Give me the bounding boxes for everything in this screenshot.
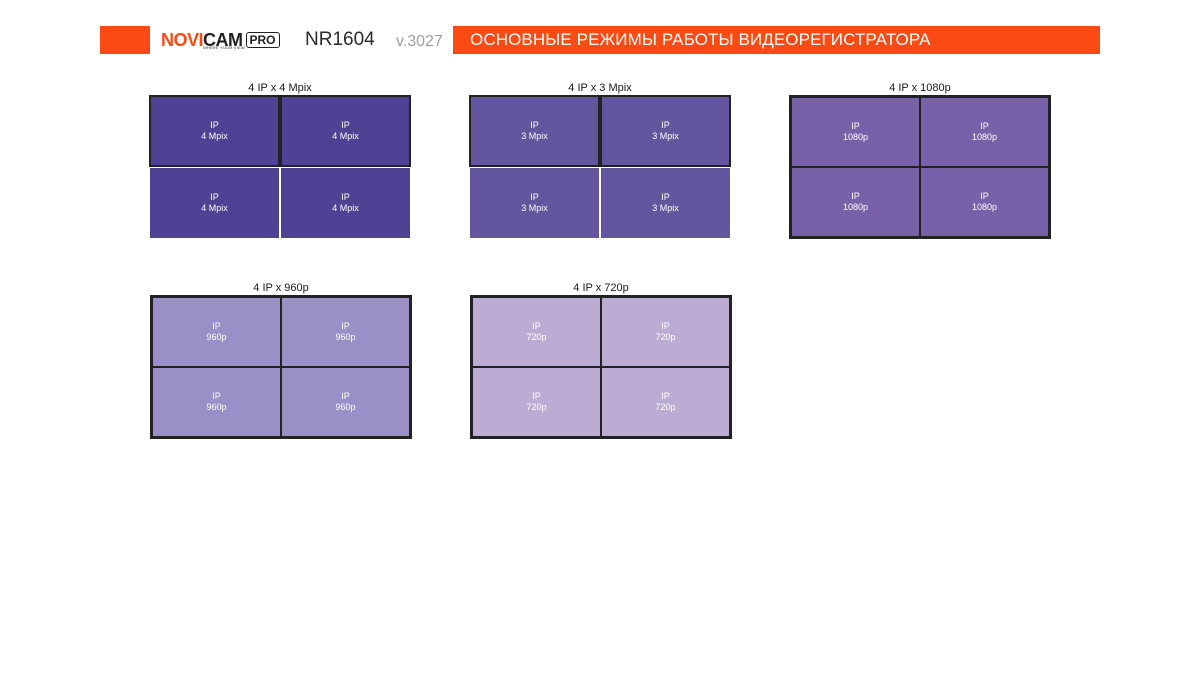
page-title: ОСНОВНЫЕ РЕЖИМЫ РАБОТЫ ВИДЕОРЕГИСТРАТОРА [470,30,931,49]
logo-cam: CAM [203,30,243,50]
brand-logo: NOVI CAM WHERE YOUR VIEW PRO [161,30,280,50]
mode-title: 4 IP x 1080p [889,82,951,94]
logo-novi: NOVI [161,30,204,50]
mode-title: 4 IP x 960p [253,282,309,294]
logo-tagline: WHERE YOUR VIEW [203,45,245,50]
model-name: NR1604 [305,29,375,50]
header-bar: NOVI CAM WHERE YOUR VIEW PRO NR1604 v.30… [0,0,1200,80]
mode-title: 4 IP x 720p [573,282,629,294]
header-accent-right [453,26,1100,54]
mode-title: 4 IP x 4 Mpix [248,82,312,94]
version-label: v.3027 [396,33,443,50]
header-accent-left [100,26,150,54]
logo-pro-badge: PRO [245,32,280,48]
mode-title: 4 IP x 3 Mpix [568,82,632,94]
